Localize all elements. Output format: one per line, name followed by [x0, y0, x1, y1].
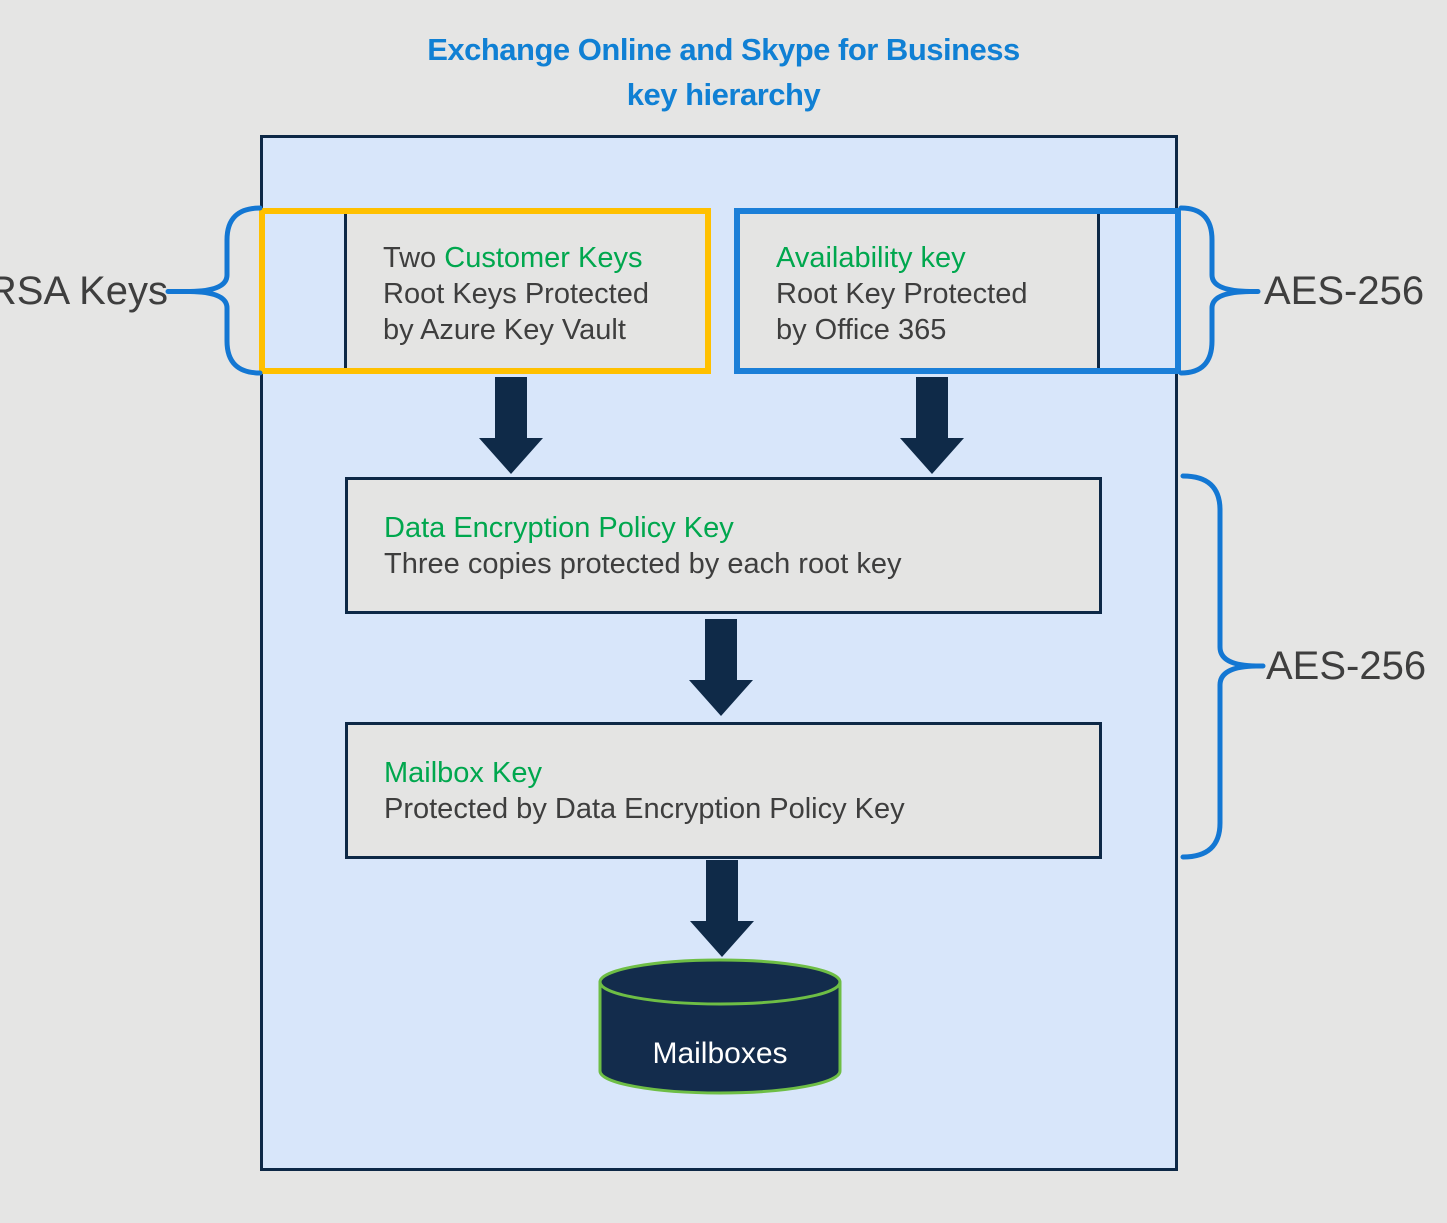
down-arrow-icon — [689, 619, 753, 716]
mailboxes-database-icon — [598, 958, 842, 1095]
dep-key-box-title: Data Encryption Policy Key — [384, 512, 734, 544]
customer-keys-box-line3: by Azure Key Vault — [383, 314, 626, 346]
down-arrow-icon — [479, 377, 543, 474]
mailbox-key-box-title: Mailbox Key — [384, 757, 542, 789]
customer-keys-title-highlight: Customer Keys — [444, 242, 643, 274]
availability-key-box-content: Availability key Root Key Protected by O… — [740, 214, 1097, 368]
availability-key-box: Availability key Root Key Protected by O… — [734, 208, 1181, 374]
right-curly-brace-icon — [1178, 205, 1261, 376]
customer-keys-box-content: Two Customer Keys Root Keys Protected by… — [347, 214, 705, 368]
customer-keys-box: Two Customer Keys Root Keys Protected by… — [259, 208, 711, 374]
mailboxes-label: Mailboxes — [652, 1037, 788, 1070]
customer-keys-box-title: Two Customer Keys — [383, 240, 697, 276]
customer-keys-box-line2: Root Keys Protected — [383, 278, 649, 310]
dep-key-box-line2: Three copies protected by each root key — [384, 548, 902, 580]
rsa-keys-label: RSA Keys — [0, 269, 168, 313]
aes-256-label-bottom: AES-256 — [1266, 644, 1427, 688]
availability-key-box-line3: by Office 365 — [776, 314, 947, 346]
diagram-title-line2: key hierarchy — [626, 77, 821, 112]
diagram-title: Exchange Online and Skype for Business k… — [0, 27, 1447, 117]
mailbox-key-box-line2: Protected by Data Encryption Policy Key — [384, 793, 905, 825]
customer-keys-box-left-strip — [265, 214, 344, 368]
availability-key-box-right-strip — [1100, 214, 1175, 368]
availability-key-box-divider — [1097, 214, 1100, 368]
aes-256-label-top: AES-256 — [1264, 269, 1425, 313]
data-encryption-policy-key-box: Data Encryption Policy Key Three copies … — [345, 477, 1102, 614]
down-arrow-icon — [690, 860, 754, 957]
availability-key-box-title: Availability key — [776, 242, 966, 274]
availability-key-box-line2: Root Key Protected — [776, 278, 1028, 310]
mailbox-key-box: Mailbox Key Protected by Data Encryption… — [345, 722, 1102, 859]
down-arrow-icon — [900, 377, 964, 474]
diagram-title-line1: Exchange Online and Skype for Business — [427, 32, 1020, 67]
left-curly-brace-icon — [165, 205, 263, 376]
customer-keys-box-divider — [344, 214, 347, 368]
customer-keys-title-prefix: Two — [383, 242, 445, 274]
right-curly-brace-icon — [1180, 473, 1266, 860]
